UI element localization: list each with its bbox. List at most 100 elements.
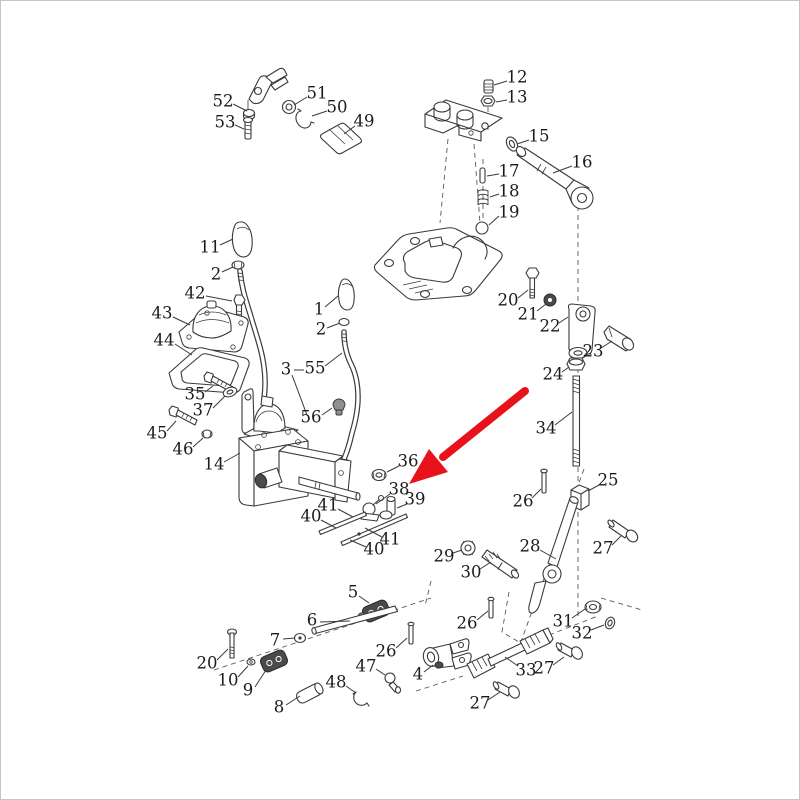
- leader-line: [166, 420, 177, 432]
- leader-line: [552, 165, 573, 174]
- part-44-gasket: [168, 347, 250, 394]
- part-number-43: 43: [152, 304, 173, 323]
- part-48-clip: [352, 691, 370, 707]
- part-number-27: 27: [534, 659, 555, 678]
- part-number-27: 27: [470, 694, 491, 713]
- leader-line: [487, 691, 501, 701]
- group-right: [460, 267, 639, 630]
- red-arrow-head: [409, 449, 448, 484]
- part-number-39: 39: [405, 490, 426, 509]
- part-number-3: 3: [281, 360, 292, 379]
- leader-line: [205, 295, 233, 302]
- part-29-nut: [460, 540, 476, 556]
- leader-line: [282, 637, 296, 640]
- part-12-set-screw: [483, 79, 494, 94]
- part-2-nut-right: [338, 317, 350, 327]
- leader-line: [571, 608, 586, 619]
- part-number-21: 21: [518, 305, 539, 324]
- part-number-11: 11: [200, 238, 221, 257]
- leader-line: [319, 620, 351, 623]
- part-number-24: 24: [543, 365, 564, 384]
- part-33-adjustable-rod: [466, 627, 554, 679]
- leader-line: [237, 665, 249, 678]
- leader-line: [326, 322, 341, 329]
- part-number-27: 27: [593, 539, 614, 558]
- leader-line: [493, 80, 508, 86]
- leader-line: [552, 656, 565, 666]
- part-23-pin: [603, 325, 635, 352]
- part-41-selector-rod-upper: [318, 511, 368, 536]
- leader-line: [558, 316, 569, 324]
- leader-line: [375, 493, 391, 505]
- part-16-lever-arm: [515, 146, 594, 210]
- part-number-28: 28: [520, 537, 541, 556]
- leader-line: [539, 549, 557, 560]
- part-36-nut: [371, 468, 387, 482]
- part-21-washer: [543, 293, 557, 307]
- part-10-washer: [246, 658, 256, 666]
- part-number-18: 18: [499, 182, 520, 201]
- part-26-pin-b: [487, 596, 495, 619]
- part-number-32: 32: [572, 624, 593, 643]
- part-number-25: 25: [598, 471, 619, 490]
- leader-line: [320, 519, 337, 529]
- part-27-bolt-right: [607, 519, 639, 543]
- part-cover-plate: [373, 227, 503, 301]
- part-53-bolt: [242, 116, 254, 140]
- part-number-35: 35: [185, 385, 206, 404]
- part-number-55: 55: [305, 359, 326, 378]
- leader-line: [291, 374, 308, 416]
- part-38-clamp: [360, 494, 385, 522]
- part-number-45: 45: [147, 424, 168, 443]
- part-4-shift-yoke: [422, 638, 472, 670]
- leader-line: [590, 624, 605, 631]
- part-number-29: 29: [434, 547, 455, 566]
- leader-line: [611, 535, 622, 546]
- group-bottom: [226, 596, 583, 707]
- leader-line: [587, 484, 600, 492]
- part-number-41: 41: [380, 530, 401, 549]
- part-number-20: 20: [498, 291, 519, 310]
- leader-line: [174, 343, 193, 356]
- part-number-56: 56: [301, 408, 322, 427]
- leader-line: [561, 366, 570, 373]
- part-number-12: 12: [507, 68, 528, 87]
- part-32-ring: [604, 616, 616, 630]
- part-28-lever: [528, 496, 579, 614]
- leader-line: [364, 527, 383, 538]
- part-number-4: 4: [413, 665, 424, 684]
- part-50-clamp: [295, 108, 315, 129]
- part-27-bolt-c: [492, 681, 520, 699]
- leader-line: [479, 561, 492, 570]
- part-45-bolt: [168, 405, 198, 426]
- part-47-ball-stud: [384, 672, 402, 694]
- leader-line: [488, 215, 500, 226]
- part-number-8: 8: [274, 698, 285, 717]
- part-number-42: 42: [185, 284, 206, 303]
- part-1-shift-knob: [337, 278, 355, 311]
- leader-line: [204, 385, 214, 393]
- part-number-47: 47: [356, 657, 377, 676]
- part-number-15: 15: [529, 127, 550, 146]
- part-number-37: 37: [193, 401, 214, 420]
- part-number-52: 52: [213, 92, 234, 111]
- leader-line: [285, 695, 301, 706]
- part-51-nut: [281, 99, 297, 115]
- leader-line: [486, 173, 500, 177]
- part-number-38: 38: [389, 480, 410, 499]
- leader-line: [517, 289, 529, 299]
- part-13-nut: [480, 95, 496, 107]
- leader-line: [345, 685, 357, 694]
- leader-line: [495, 99, 508, 103]
- leader-line: [221, 266, 234, 273]
- part-number-5: 5: [348, 583, 359, 602]
- part-9-link: [259, 649, 289, 673]
- leader-line: [343, 125, 356, 135]
- part-number-26: 26: [457, 614, 478, 633]
- part-number-40: 40: [301, 507, 322, 526]
- part-shift-yoke: [248, 67, 289, 105]
- leader-line: [311, 110, 328, 117]
- part-number-41: 41: [318, 496, 339, 515]
- leader-line: [531, 488, 542, 499]
- part-19-ball: [475, 221, 489, 235]
